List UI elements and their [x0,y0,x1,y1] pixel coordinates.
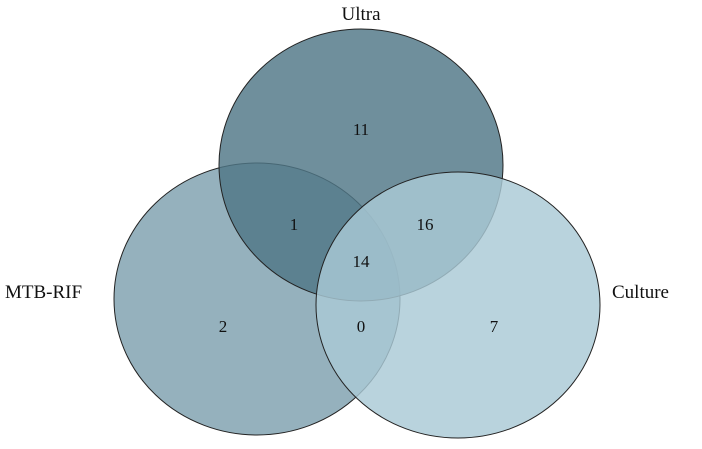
region-culture-only: 7 [490,317,499,336]
region-ultra-culture: 16 [417,215,434,234]
culture-set-label: Culture [612,282,669,303]
region-ultra-mtbrif: 1 [290,215,299,234]
ultra-set-label: Ultra [341,4,381,25]
region-mtbrif-only: 2 [219,317,228,336]
region-mtbrif-culture: 0 [357,317,366,336]
region-ultra-only: 11 [353,120,369,139]
culture-circle [315,171,601,439]
region-all-three: 14 [353,252,371,271]
mtbrif-set-label: MTB-RIF [5,282,82,303]
